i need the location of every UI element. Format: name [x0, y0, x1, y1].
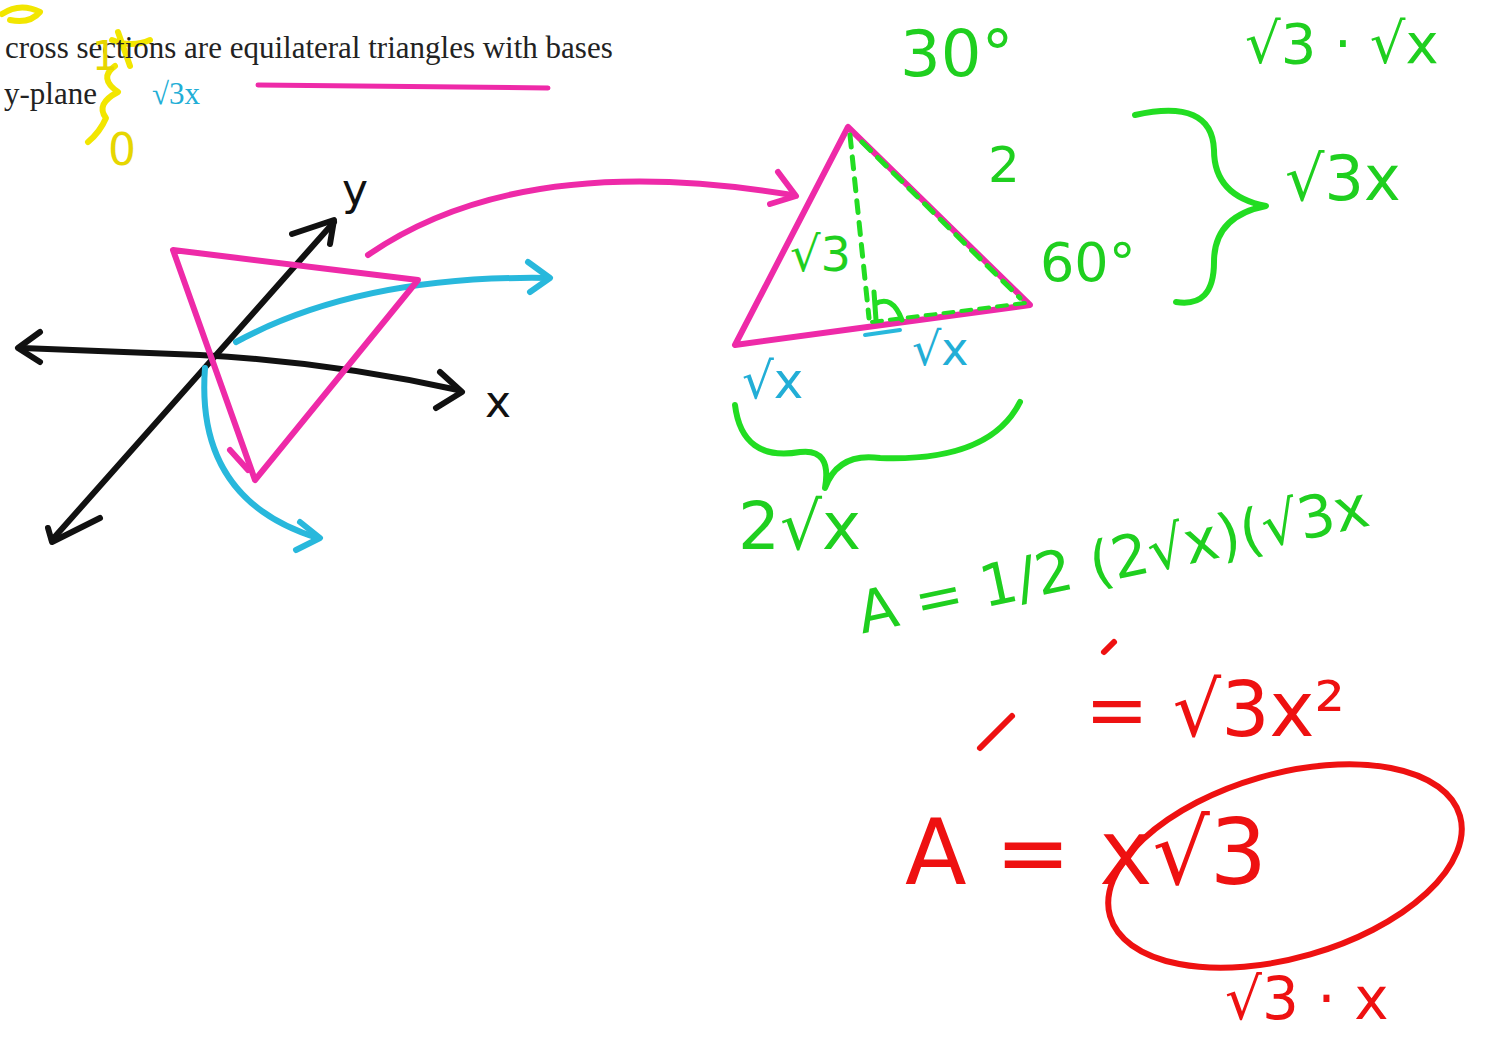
brace	[1135, 111, 1266, 303]
arrow	[368, 182, 792, 256]
height-label: √3	[790, 230, 851, 278]
stroke	[230, 450, 248, 470]
half-base-label: √x	[742, 356, 803, 406]
area-answer: A = x√3	[905, 808, 1267, 898]
triangle	[735, 127, 1030, 345]
cross-out	[1104, 642, 1114, 652]
answer-hint: √3x	[152, 78, 200, 109]
tick	[865, 330, 900, 335]
lower-bound: 0	[108, 128, 136, 172]
arrowhead	[436, 372, 462, 408]
angle-label: 60°	[1040, 236, 1136, 290]
cross-section	[173, 250, 418, 480]
right-angle	[874, 292, 902, 320]
arrowhead	[528, 262, 550, 292]
arrowhead	[48, 518, 100, 542]
arrowhead	[18, 332, 40, 362]
side-label: 2	[988, 140, 1020, 190]
brace	[735, 402, 1020, 488]
half-base-label: √x	[912, 326, 969, 372]
underline	[258, 85, 548, 88]
angle-label: 30°	[900, 22, 1013, 86]
arrowhead	[770, 172, 796, 204]
height-expr: √3x	[1285, 148, 1401, 210]
arrowhead	[292, 220, 334, 244]
x-axis	[22, 348, 458, 390]
base-label: 2√x	[738, 494, 861, 560]
area-answer: √3 · x	[1225, 970, 1389, 1028]
arrowhead	[296, 522, 320, 550]
height-expr: √3 · √x	[1245, 16, 1439, 72]
axis-label: y	[342, 168, 368, 212]
upper-bound: 1	[92, 36, 117, 76]
problem-text: y-plane	[4, 78, 97, 109]
area-formula: A = 1/2 (2√x)(√3x	[852, 477, 1374, 642]
scribble	[2, 7, 40, 21]
altitude	[850, 135, 869, 318]
simplified-area: = √3x²	[1085, 672, 1345, 748]
axis-label: x	[485, 380, 511, 424]
cross-out	[980, 716, 1012, 748]
y-axis	[52, 222, 334, 540]
